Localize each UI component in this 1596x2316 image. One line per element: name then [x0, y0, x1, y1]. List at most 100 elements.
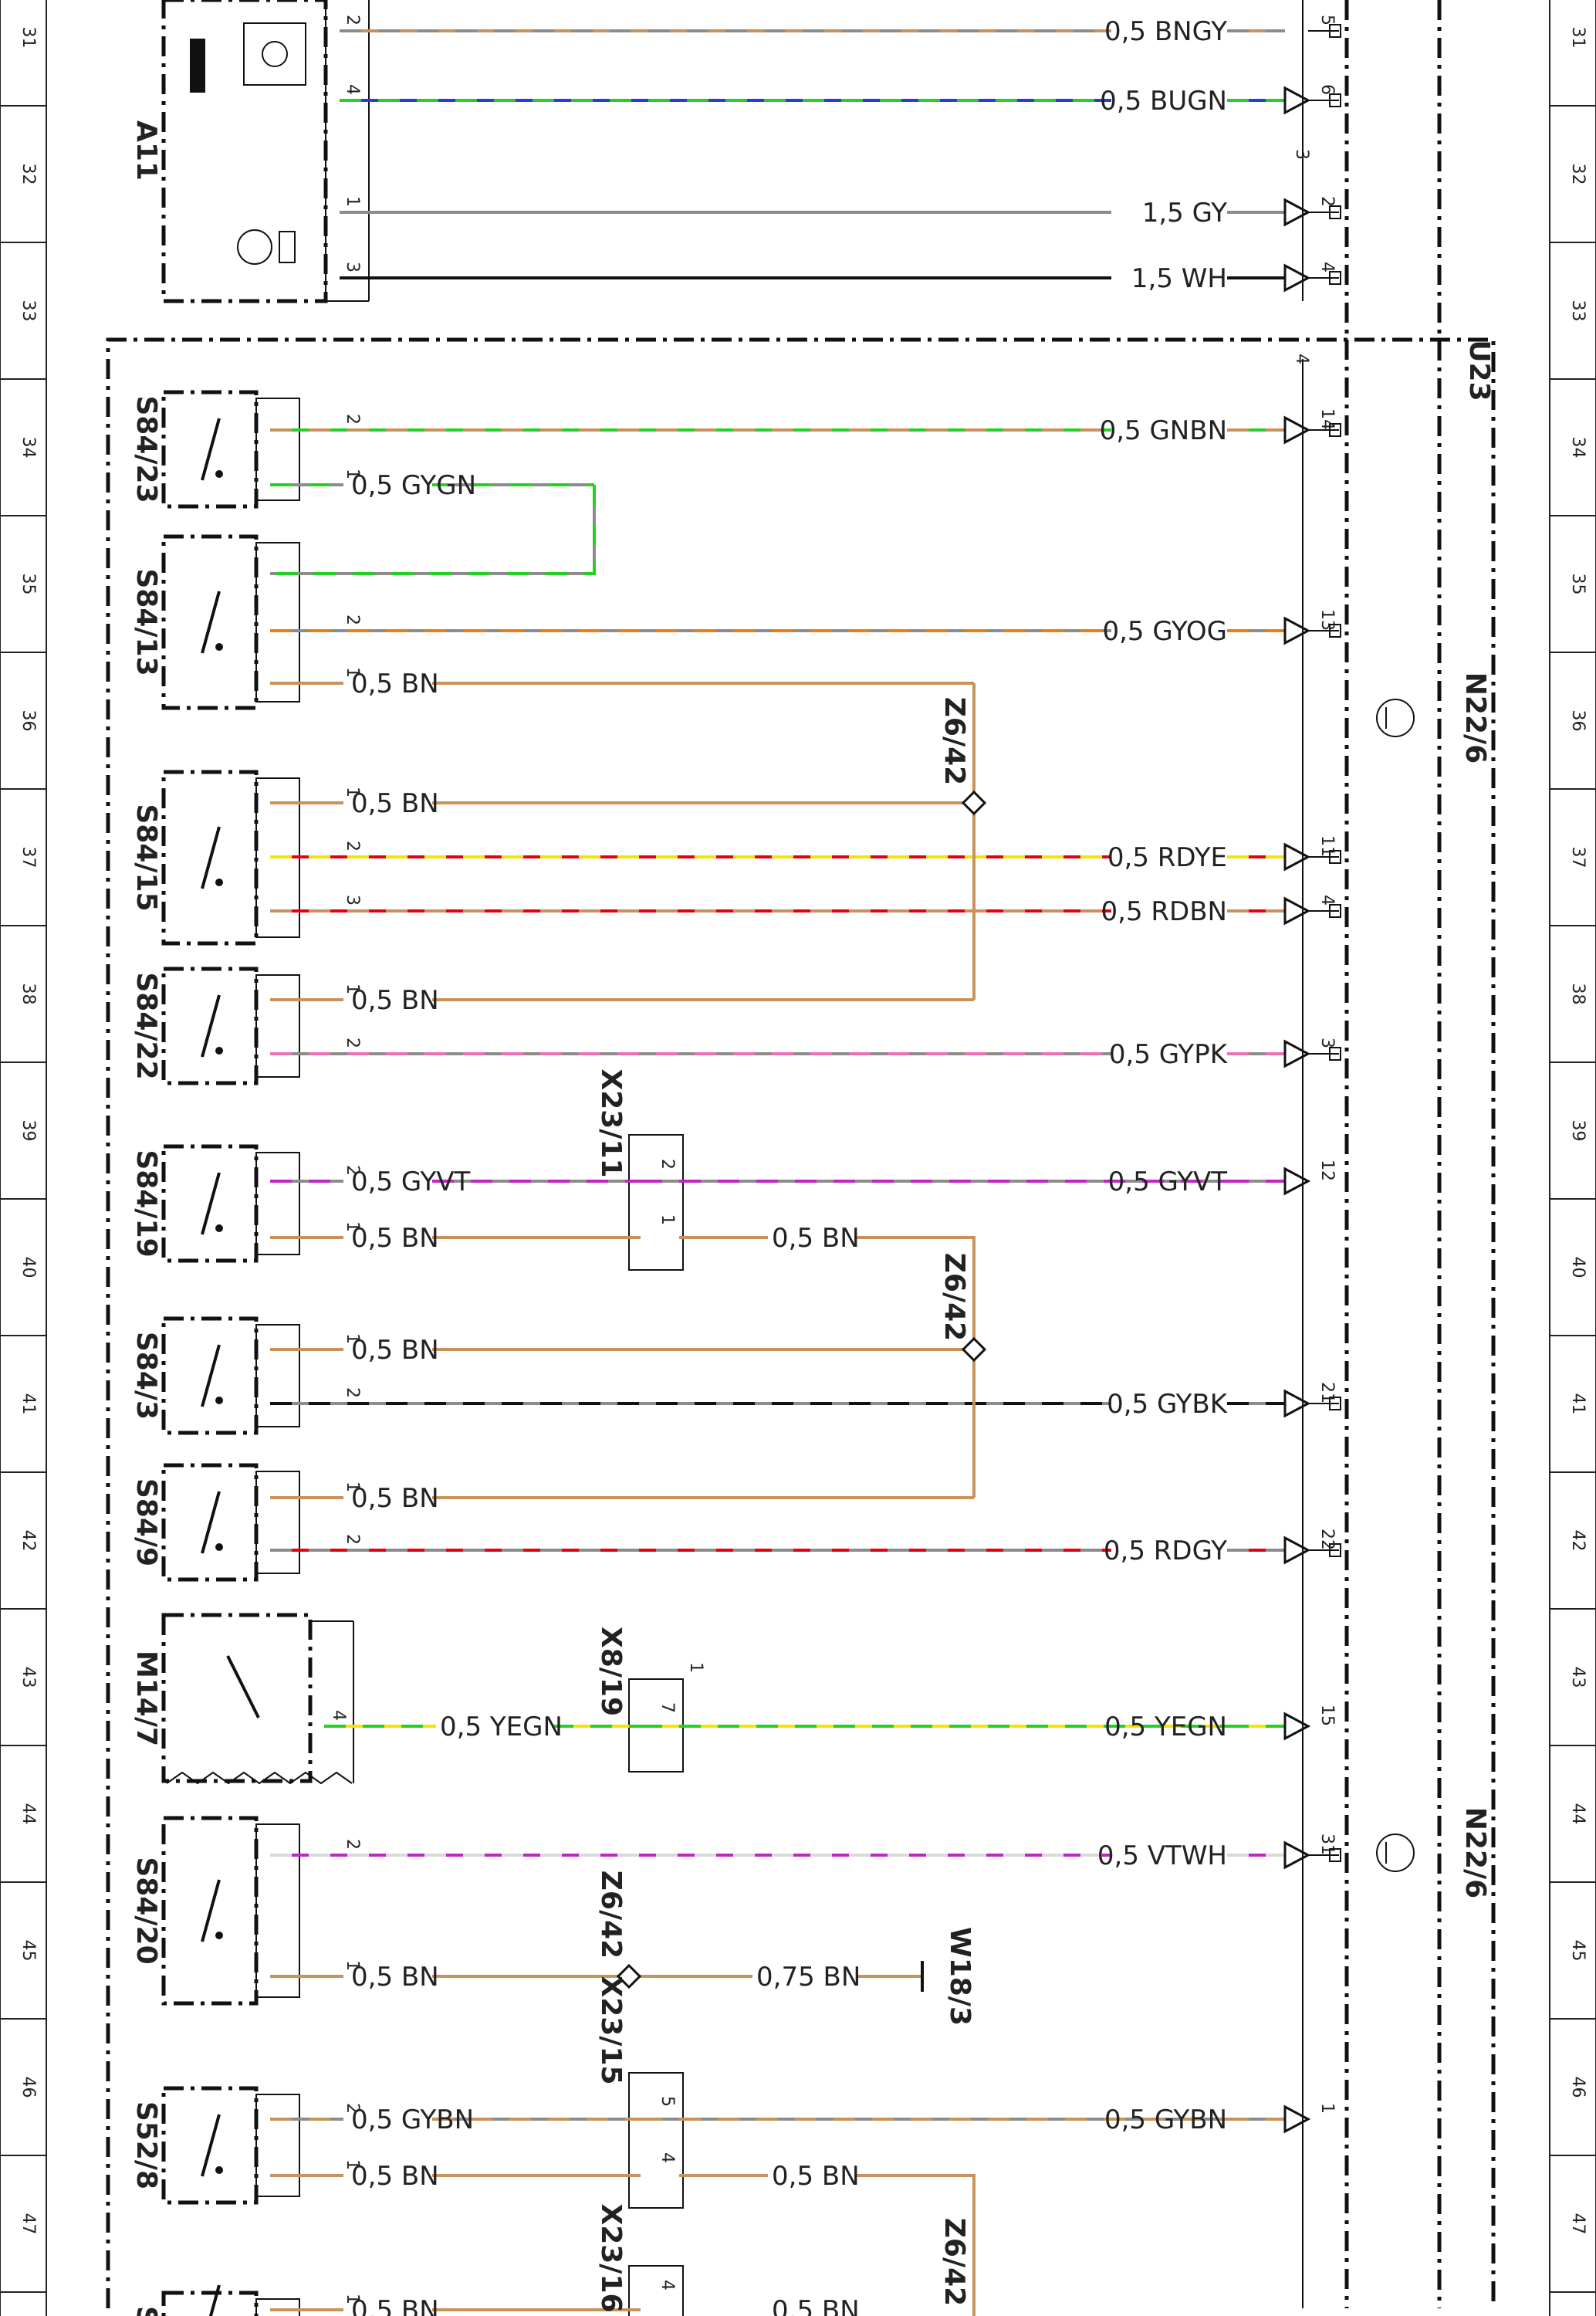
- wire-label-w24: 0,5 VTWH: [1097, 1840, 1227, 1871]
- row-number-left: 43: [19, 1667, 38, 1688]
- row-number-left: 44: [19, 1803, 38, 1825]
- row-number-left: 32: [19, 164, 38, 185]
- wire-label-w8: 0,5 BN: [351, 669, 439, 699]
- row-number-right: 47: [1568, 2213, 1588, 2235]
- pin-w24: [1329, 1848, 1341, 1862]
- x8-19-label: X8/19: [595, 1627, 627, 1716]
- row-number-right: 38: [1568, 984, 1588, 1005]
- s84-23-label: S84/23: [130, 395, 162, 503]
- splice-z6-42-3: [616, 1963, 642, 1989]
- s-partial-label: S: [130, 2306, 162, 2316]
- m14-7-frame: [161, 1613, 313, 1783]
- a11-label: A11: [130, 120, 162, 181]
- s52-8-label: S52/8: [130, 2101, 162, 2189]
- row-number-left: 39: [19, 1120, 38, 1142]
- pin-number-left: 1: [343, 1960, 362, 1971]
- arrow-w10: [1283, 842, 1311, 872]
- row-number-left: 37: [19, 847, 38, 868]
- s84-19-label: S84/19: [130, 1150, 162, 1257]
- pin-number-left: 2: [343, 615, 362, 625]
- splice-label-4: Z6/42: [938, 2218, 970, 2306]
- pin-number-left: 1: [343, 196, 362, 207]
- pin-w2: [1329, 93, 1341, 107]
- row-number-right: 32: [1568, 164, 1588, 185]
- row-number-left: 41: [19, 1393, 38, 1415]
- s84-20-pin-strip: [255, 1823, 300, 1998]
- wire-label-w22: 0,5 YEGN: [440, 1712, 563, 1742]
- wire-label-w2: 0,5 BUGN: [1100, 86, 1227, 117]
- x23-11-frame: [628, 1134, 684, 1271]
- wire-label-w18: 0,5 BN: [351, 1335, 439, 1366]
- u23-label: U23: [1463, 340, 1495, 401]
- wire-label-w26: 0,75 BN: [756, 1962, 861, 1993]
- pin-number-left: 1: [343, 1481, 362, 1492]
- wire-label-w20: 0,5 BN: [351, 1483, 439, 1514]
- pin-number-left: 1: [343, 984, 362, 994]
- s52-8-frame: [161, 2086, 259, 2205]
- s84-19-contact: [201, 1172, 221, 1235]
- arrow-w28: [1283, 2104, 1311, 2134]
- pin-number-left: 1: [343, 787, 362, 797]
- row-number-right: 36: [1568, 710, 1588, 732]
- s84-20-pivot: [215, 1932, 223, 1939]
- splice-label-1: Z6/42: [938, 697, 970, 785]
- wire-label-w31: 0,5 BN: [351, 2295, 439, 2316]
- a11-motor-brush: [279, 231, 296, 263]
- splice-label-2: Z6/42: [938, 1253, 970, 1341]
- row-number-left: 35: [19, 574, 38, 595]
- arrow-w2: [1283, 86, 1311, 115]
- row-number-left: 31: [19, 27, 38, 49]
- pin-number-left: 2: [343, 1038, 362, 1048]
- s84-3-pin-strip: [255, 1324, 300, 1427]
- pin-number-left: 4: [343, 84, 362, 95]
- x23-15-label: X23/15: [595, 1976, 627, 2084]
- s-partial-frame: [161, 2291, 259, 2316]
- s84-19-pivot: [215, 1224, 223, 1232]
- row-number-left: 33: [19, 300, 38, 322]
- component-frames: [106, 0, 1496, 2316]
- pin-number-left: 4: [329, 1710, 348, 1721]
- s84-22-pin-strip: [255, 974, 300, 1078]
- s84-3-contact: [201, 1344, 221, 1407]
- m14-7-label: M14/7: [130, 1651, 162, 1746]
- wire-label-w10: 0,5 RDYE: [1107, 842, 1227, 873]
- pin-number-left: 1: [343, 2294, 362, 2304]
- n22-6-symbol: [1376, 699, 1415, 737]
- wire-w6-jumper-stripe: [270, 485, 596, 575]
- s-partial-contact: [208, 2284, 221, 2316]
- wire-label-w6: 0,5 GYGN: [351, 470, 476, 501]
- pin-number-right: 1: [1317, 2103, 1337, 2114]
- wire-label-w29: 0,5 BN: [351, 2161, 439, 2192]
- row-number-right: 42: [1568, 1530, 1588, 1552]
- s84-23-pin-strip: [255, 398, 300, 501]
- pin-number-right: 3: [1317, 1038, 1337, 1048]
- pin-w1: [1329, 24, 1341, 38]
- s84-15-pivot: [215, 879, 223, 886]
- pin-number-right: 14: [1317, 408, 1337, 430]
- arrow-w11: [1283, 896, 1311, 926]
- a11-sensor-box: [243, 22, 306, 86]
- arrow-w5: [1283, 415, 1311, 445]
- s84-15-contact: [201, 826, 221, 889]
- row-number-left: 40: [19, 1257, 38, 1278]
- x23-15-frame: [628, 2072, 684, 2209]
- s84-22-label: S84/22: [130, 972, 162, 1079]
- pin-number-left: 2: [343, 1534, 362, 1545]
- wire-label-w5: 0,5 GNBN: [1100, 415, 1227, 446]
- wire-label-w11: 0,5 RDBN: [1101, 896, 1227, 927]
- s84-13-pivot: [215, 643, 223, 651]
- pin-number-right: 5: [1317, 15, 1337, 25]
- s84-23-frame: [161, 390, 259, 509]
- x8-19-pin: 1: [686, 1662, 705, 1673]
- row-number-right: 34: [1568, 437, 1588, 459]
- pin-number-left: 1: [343, 2159, 362, 2170]
- pin-w10: [1329, 850, 1341, 864]
- pin-number-left: 2: [343, 1839, 362, 1850]
- pin-number-left: 1: [343, 1221, 362, 1232]
- wire-label-w1: 0,5 BNGY: [1104, 16, 1227, 47]
- s84-13-label: S84/13: [130, 568, 162, 676]
- row-number-right: 37: [1568, 847, 1588, 868]
- s84-19-frame: [161, 1144, 259, 1263]
- arrow-w15: [1283, 1166, 1311, 1196]
